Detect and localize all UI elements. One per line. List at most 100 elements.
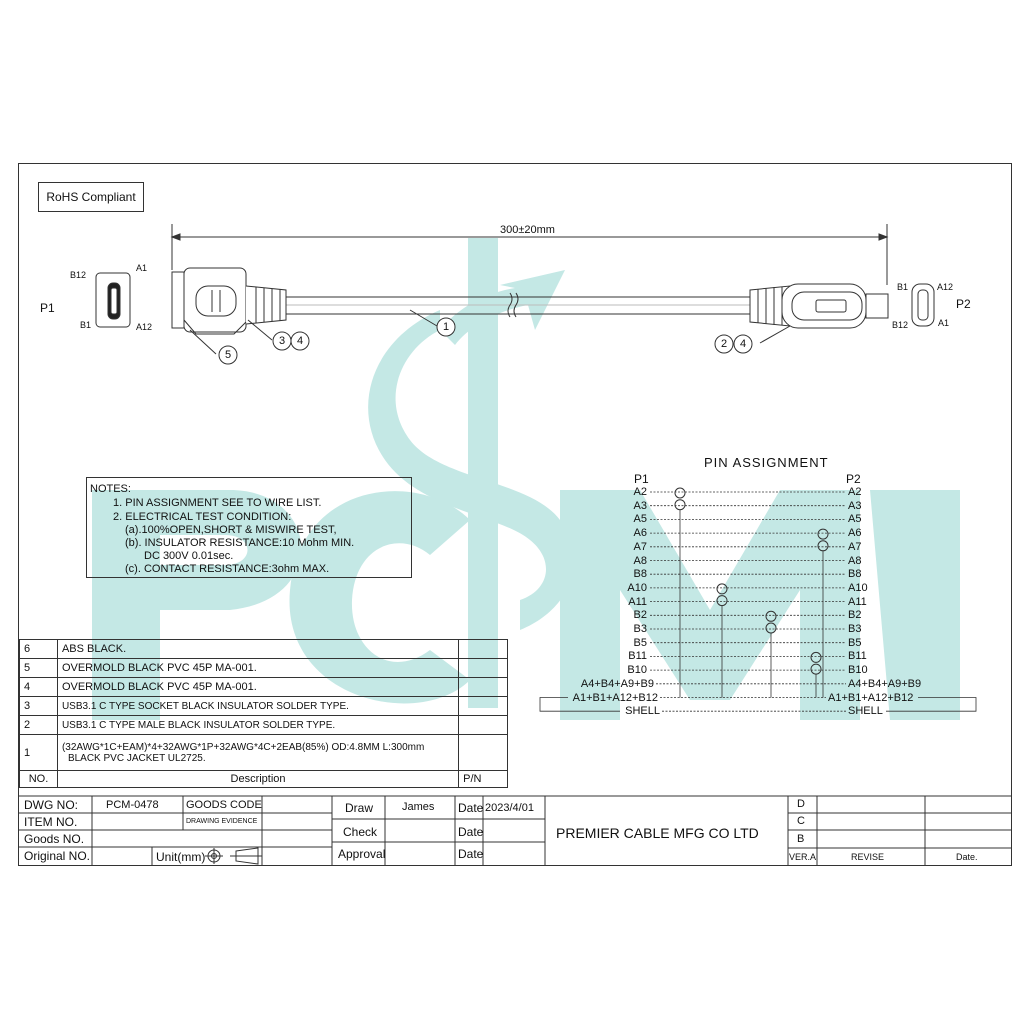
goods-code-label: GOODS CODE bbox=[186, 799, 262, 811]
rev-b: B bbox=[797, 833, 805, 845]
note-line-4: (b). INSULATOR RESISTANCE:10 Mohm MIN. bbox=[125, 537, 355, 549]
pin-left-label: SHELL bbox=[625, 705, 660, 718]
rev-date-label: Date. bbox=[956, 852, 978, 862]
pin-right-label: A8 bbox=[848, 554, 862, 567]
notes-box: NOTES: 1. PIN ASSIGNMENT SEE TO WIRE LIS… bbox=[86, 477, 412, 578]
twisted-pair-loop bbox=[765, 610, 777, 622]
unit-label: Unit(mm) bbox=[156, 850, 206, 864]
p1-grip bbox=[195, 285, 237, 317]
pin-left-label: B11 bbox=[628, 650, 647, 663]
shell-bracket-right bbox=[886, 697, 977, 712]
pin-left-label: A7 bbox=[633, 540, 647, 553]
p2-pin-tl: B1 bbox=[897, 282, 909, 292]
goods-no-label: Goods NO. bbox=[24, 832, 85, 846]
bom-header-desc: Description bbox=[56, 770, 460, 788]
draw-name: James bbox=[402, 801, 435, 813]
p1-pin-tl: B12 bbox=[70, 270, 87, 280]
pin-right-label: A10 bbox=[848, 581, 868, 594]
p1-pin-tr: A1 bbox=[136, 263, 148, 273]
bom-pn bbox=[458, 734, 508, 771]
bom-row: 1(32AWG*1C+EAM)*4+32AWG*1P+32AWG*4C+2EAB… bbox=[19, 734, 508, 771]
company-name: PREMIER CABLE MFG CO LTD bbox=[556, 825, 759, 841]
leader-5 bbox=[189, 329, 217, 355]
check-label: Check bbox=[343, 825, 378, 839]
pin-assignment-title: PIN ASSIGNMENT bbox=[704, 455, 829, 470]
balloon-2: 2 bbox=[721, 338, 728, 350]
pin-right-label: SHELL bbox=[848, 705, 883, 718]
pin-right-label: B2 bbox=[848, 609, 862, 622]
watermark-s-curve bbox=[368, 310, 575, 630]
bom-desc-line1: (32AWG*1C+EAM)*4+32AWG*1P+32AWG*4C+2EAB(… bbox=[61, 741, 425, 753]
date-value: 2023/4/01 bbox=[485, 802, 534, 814]
notes-title: NOTES: bbox=[90, 483, 131, 495]
pin-right-label: B5 bbox=[848, 636, 862, 649]
pin-right-label: A5 bbox=[848, 513, 862, 526]
balloon-1: 1 bbox=[443, 321, 450, 333]
p2-pin-br: A1 bbox=[938, 318, 950, 328]
bom-desc: (32AWG*1C+EAM)*4+32AWG*1P+32AWG*4C+2EAB(… bbox=[56, 734, 460, 771]
balloon-3: 3 bbox=[279, 335, 286, 347]
date-label-1: Date bbox=[458, 801, 484, 815]
dwg-no-label: DWG NO: bbox=[24, 798, 78, 812]
pin-left-label: A1+B1+A12+B12 bbox=[572, 691, 658, 704]
p2-pin-bl: B12 bbox=[892, 320, 909, 330]
dwg-no-value: PCM-0478 bbox=[106, 799, 159, 811]
balloon-4a: 4 bbox=[297, 335, 304, 347]
rev-c: C bbox=[797, 815, 805, 827]
pin-left-label: A6 bbox=[633, 527, 647, 540]
note-line-3: (a).100%OPEN,SHORT & MISWIRE TEST, bbox=[125, 524, 337, 536]
rohs-label: RoHS Compliant bbox=[46, 190, 136, 204]
p1-end-outer bbox=[95, 272, 131, 328]
bom-header-no: NO. bbox=[19, 770, 58, 788]
pin-right-label: A11 bbox=[848, 595, 867, 608]
p1-latch bbox=[183, 319, 247, 335]
watermark-arrow bbox=[440, 270, 565, 345]
cable-break-2 bbox=[513, 292, 519, 318]
watermark-letter-m bbox=[560, 490, 860, 720]
dim-arrow-right bbox=[878, 233, 889, 241]
leader-34 bbox=[247, 319, 273, 341]
pin-p2-header: P2 bbox=[846, 472, 861, 486]
pin-right-label: B3 bbox=[848, 623, 862, 635]
balloon-4b: 4 bbox=[740, 338, 747, 350]
p2-grip bbox=[791, 291, 863, 321]
original-no-label: Original NO. bbox=[24, 849, 91, 863]
pin-left-label: B3 bbox=[633, 623, 647, 635]
note-line-6: (c). CONTACT RESISTANCE:3ohm MAX. bbox=[125, 563, 330, 575]
pin-right-label: A2 bbox=[848, 486, 862, 498]
bom-desc: OVERMOLD BLACK PVC 45P MA-001. bbox=[56, 658, 460, 678]
ver-label: VER.A bbox=[789, 852, 817, 862]
pin-left-label: A4+B4+A9+B9 bbox=[580, 677, 654, 690]
p2-label-area bbox=[815, 299, 847, 313]
pin-left-label: B2 bbox=[633, 609, 647, 622]
bom-header-pn: P/N bbox=[458, 770, 508, 788]
rev-d: D bbox=[797, 798, 805, 810]
twisted-pair-loop bbox=[674, 487, 686, 499]
date-label-2: Date bbox=[458, 825, 484, 839]
p2-plug-tip bbox=[865, 293, 889, 319]
pin-left-label: A10 bbox=[627, 581, 647, 594]
p2-label: P2 bbox=[956, 297, 971, 311]
bom-desc: OVERMOLD BLACK PVC 45P MA-001. bbox=[56, 677, 460, 697]
cable-break-1 bbox=[507, 292, 513, 318]
balloon-1-circle bbox=[436, 317, 456, 337]
item-no-label: ITEM NO. bbox=[24, 815, 78, 829]
leader-1 bbox=[409, 309, 438, 327]
dim-arrow-left bbox=[170, 233, 181, 241]
pin-left-label: A2 bbox=[633, 486, 647, 498]
note-line-5: DC 300V 0.01sec. bbox=[144, 550, 234, 562]
pin-right-label: A3 bbox=[848, 499, 862, 512]
pin-left-label: A8 bbox=[633, 554, 647, 567]
note-line-1: 1. PIN ASSIGNMENT SEE TO WIRE LIST. bbox=[113, 497, 322, 509]
drawing-evidence: DRAWING EVIDENCE bbox=[186, 818, 258, 825]
pin-right-label: B11 bbox=[848, 650, 867, 663]
pin-left-label: A5 bbox=[633, 513, 647, 526]
pin-left-label: B8 bbox=[633, 568, 647, 581]
p2-pin-tr: A12 bbox=[937, 282, 954, 292]
pin-p1-header: P1 bbox=[634, 472, 649, 486]
